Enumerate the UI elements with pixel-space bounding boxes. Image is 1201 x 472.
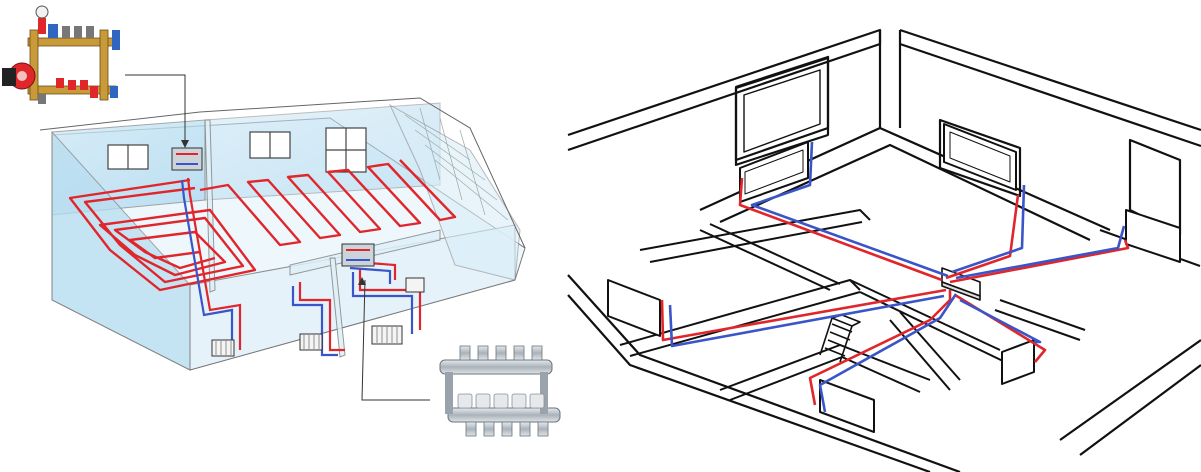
mixing-unit-icon xyxy=(0,0,125,110)
window-icon xyxy=(938,118,1022,198)
roof-outline xyxy=(39,97,526,249)
callout-arrow-top xyxy=(181,140,189,148)
right-panel xyxy=(567,28,1201,472)
callout-arrow-bottom xyxy=(358,277,366,285)
stairs-icon xyxy=(819,314,861,363)
outer-walls xyxy=(567,28,1201,472)
glass-grid xyxy=(404,107,509,221)
manifold-icon xyxy=(171,147,375,267)
window-icon xyxy=(107,127,367,173)
radiator-icon xyxy=(607,123,1181,433)
radiator-fins xyxy=(215,327,398,355)
window-icon xyxy=(743,69,821,153)
hot-pipes xyxy=(660,177,1130,406)
pump-icon xyxy=(2,62,36,90)
riser-pipes xyxy=(180,177,422,357)
left-panel xyxy=(0,0,561,442)
underfloor-loop-right xyxy=(199,159,457,247)
cold-pipes xyxy=(668,141,1126,413)
underfloor-loop-left xyxy=(68,178,257,292)
glass-extension xyxy=(388,103,521,281)
callout-lines xyxy=(120,74,440,401)
interior-walls xyxy=(619,209,1201,401)
manifold-icon xyxy=(430,345,561,442)
window-icon xyxy=(734,56,830,162)
